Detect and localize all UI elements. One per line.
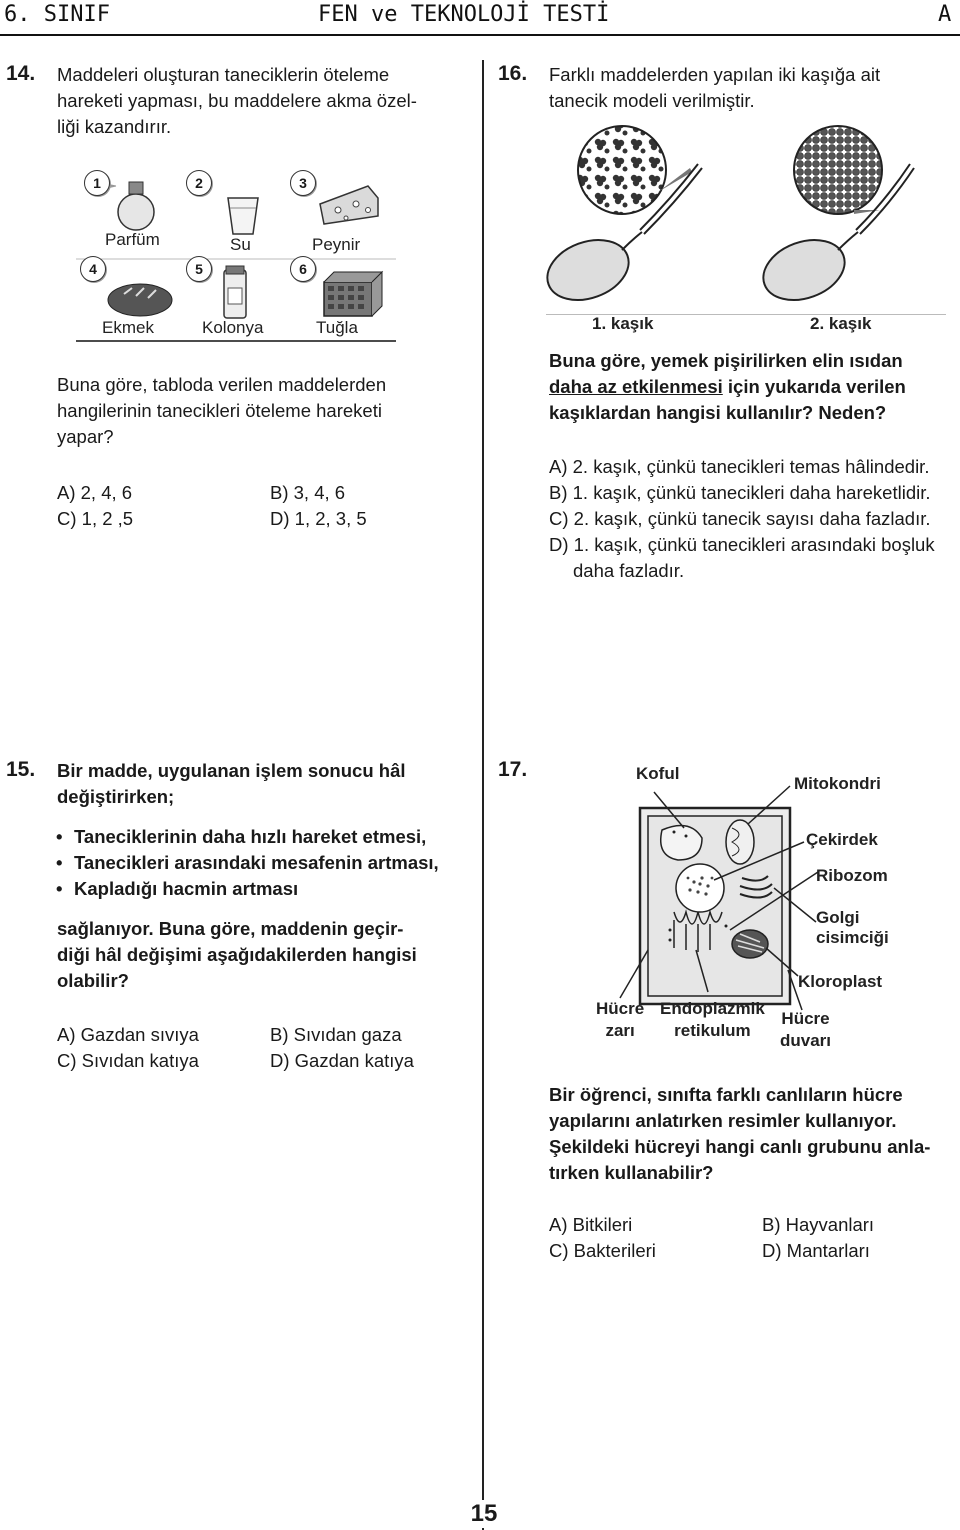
label-cekirdek: Çekirdek [806, 830, 878, 849]
q15-option-d[interactable]: D) Gazdan katıya [270, 1050, 414, 1071]
q16-option-d-cont: daha fazladır. [573, 560, 685, 581]
q16-number: 16. [498, 62, 528, 85]
label-kloroplast: Kloroplast [798, 972, 883, 991]
item-label-tugla: Tuğla [316, 318, 358, 337]
item-number-3: 3 [290, 170, 316, 196]
label-koful: Koful [636, 764, 680, 783]
label-ribozom: Ribozom [816, 866, 888, 885]
item-number-5: 5 [186, 256, 212, 282]
header-class: 6. SINIF [4, 2, 110, 27]
q15-option-a[interactable]: A) Gazdan sıvıya [57, 1024, 199, 1045]
q14-option-b[interactable]: B) 3, 4, 6 [270, 482, 346, 503]
item-label-su: Su [230, 235, 251, 254]
q16-option-a[interactable]: A) 2. kaşık, çünkü tanecikleri temas hâl… [549, 456, 930, 477]
item-number-1: 1 [84, 170, 110, 196]
bread-icon [107, 283, 173, 317]
header-version: A [938, 2, 952, 27]
column-divider [482, 60, 484, 1530]
spoon-1-label: 1. kaşık [592, 314, 654, 333]
page-number: 15 [462, 1500, 506, 1528]
q14-option-a[interactable]: A) 2, 4, 6 [57, 482, 133, 503]
q16-figure-divider [546, 314, 946, 315]
item-number-6: 6 [290, 256, 316, 282]
nucleus [675, 863, 725, 913]
header-title: FEN ve TEKNOLOJİ TESTİ [318, 2, 610, 27]
item-number-2: 2 [186, 170, 212, 196]
q15-option-c[interactable]: C) Sıvıdan katıya [57, 1050, 199, 1071]
item-label-parfum: Parfüm [105, 230, 160, 249]
q16-option-c[interactable]: C) 2. kaşık, çünkü tanecik sayısı daha f… [549, 508, 931, 529]
q15-bullet-2: •Tanecikleri arasındaki mesafenin artmas… [56, 852, 439, 873]
q15-number: 15. [6, 758, 36, 781]
q16-question: Buna göre, yemek pişirilirken elin ısıda… [549, 350, 906, 423]
q17-option-b[interactable]: B) Hayvanları [762, 1214, 875, 1235]
q17-option-c[interactable]: C) Bakterileri [549, 1240, 656, 1261]
spoon-2-icon [762, 125, 915, 301]
spoon-2-label: 2. kaşık [810, 314, 872, 333]
brick-icon [323, 270, 384, 317]
q16-option-d[interactable]: D) 1. kaşık, çünkü tanecikleri arasındak… [549, 534, 935, 555]
q17-plant-cell-figure [619, 785, 819, 1011]
cologne-bottle-icon [223, 265, 247, 319]
q14-option-c[interactable]: C) 1, 2 ,5 [57, 508, 134, 529]
q14-option-d[interactable]: D) 1, 2, 3, 5 [270, 508, 367, 529]
item-label-kolonya: Kolonya [202, 318, 264, 337]
q17-question: Bir öğrenci, sınıfta farklı canlıların h… [549, 1084, 931, 1183]
golgi [739, 875, 773, 899]
item-number-4: 4 [80, 256, 106, 282]
cheese-icon [319, 185, 379, 225]
item-label-peynir: Peynir [312, 235, 361, 254]
q17-option-a[interactable]: A) Bitkileri [549, 1214, 633, 1235]
q17-option-d[interactable]: D) Mantarları [762, 1240, 870, 1261]
mitochondrion [725, 819, 755, 865]
q15-option-b[interactable]: B) Sıvıdan gaza [270, 1024, 402, 1045]
endoplasmic-reticulum [673, 909, 723, 925]
perfume-icon [95, 181, 155, 231]
label-mitokondri: Mitokondri [794, 774, 881, 793]
q14-intro: Maddeleri oluşturan taneciklerin öteleme… [57, 64, 417, 137]
q15-bullet-3: •Kapladığı hacmin artması [56, 878, 299, 899]
water-glass-icon [227, 197, 259, 235]
item-label-ekmek: Ekmek [102, 318, 154, 337]
q16-spoons-figure [546, 125, 915, 301]
vacuole [660, 824, 703, 861]
q17-number: 17. [498, 758, 528, 781]
spoon-1-icon [546, 125, 703, 301]
header-rule [0, 34, 960, 36]
q14-number: 14. [6, 62, 36, 85]
q16-intro: Farklı maddelerden yapılan iki kaşığa ai… [549, 64, 881, 111]
q15-bullet-1: •Taneciklerinin daha hızlı hareket etmes… [56, 826, 427, 847]
q16-option-b[interactable]: B) 1. kaşık, çünkü tanecikleri daha hare… [549, 482, 931, 503]
q14-items-table [76, 181, 396, 342]
q15-question: sağlanıyor. Buna göre, maddenin geçir-di… [57, 918, 417, 991]
